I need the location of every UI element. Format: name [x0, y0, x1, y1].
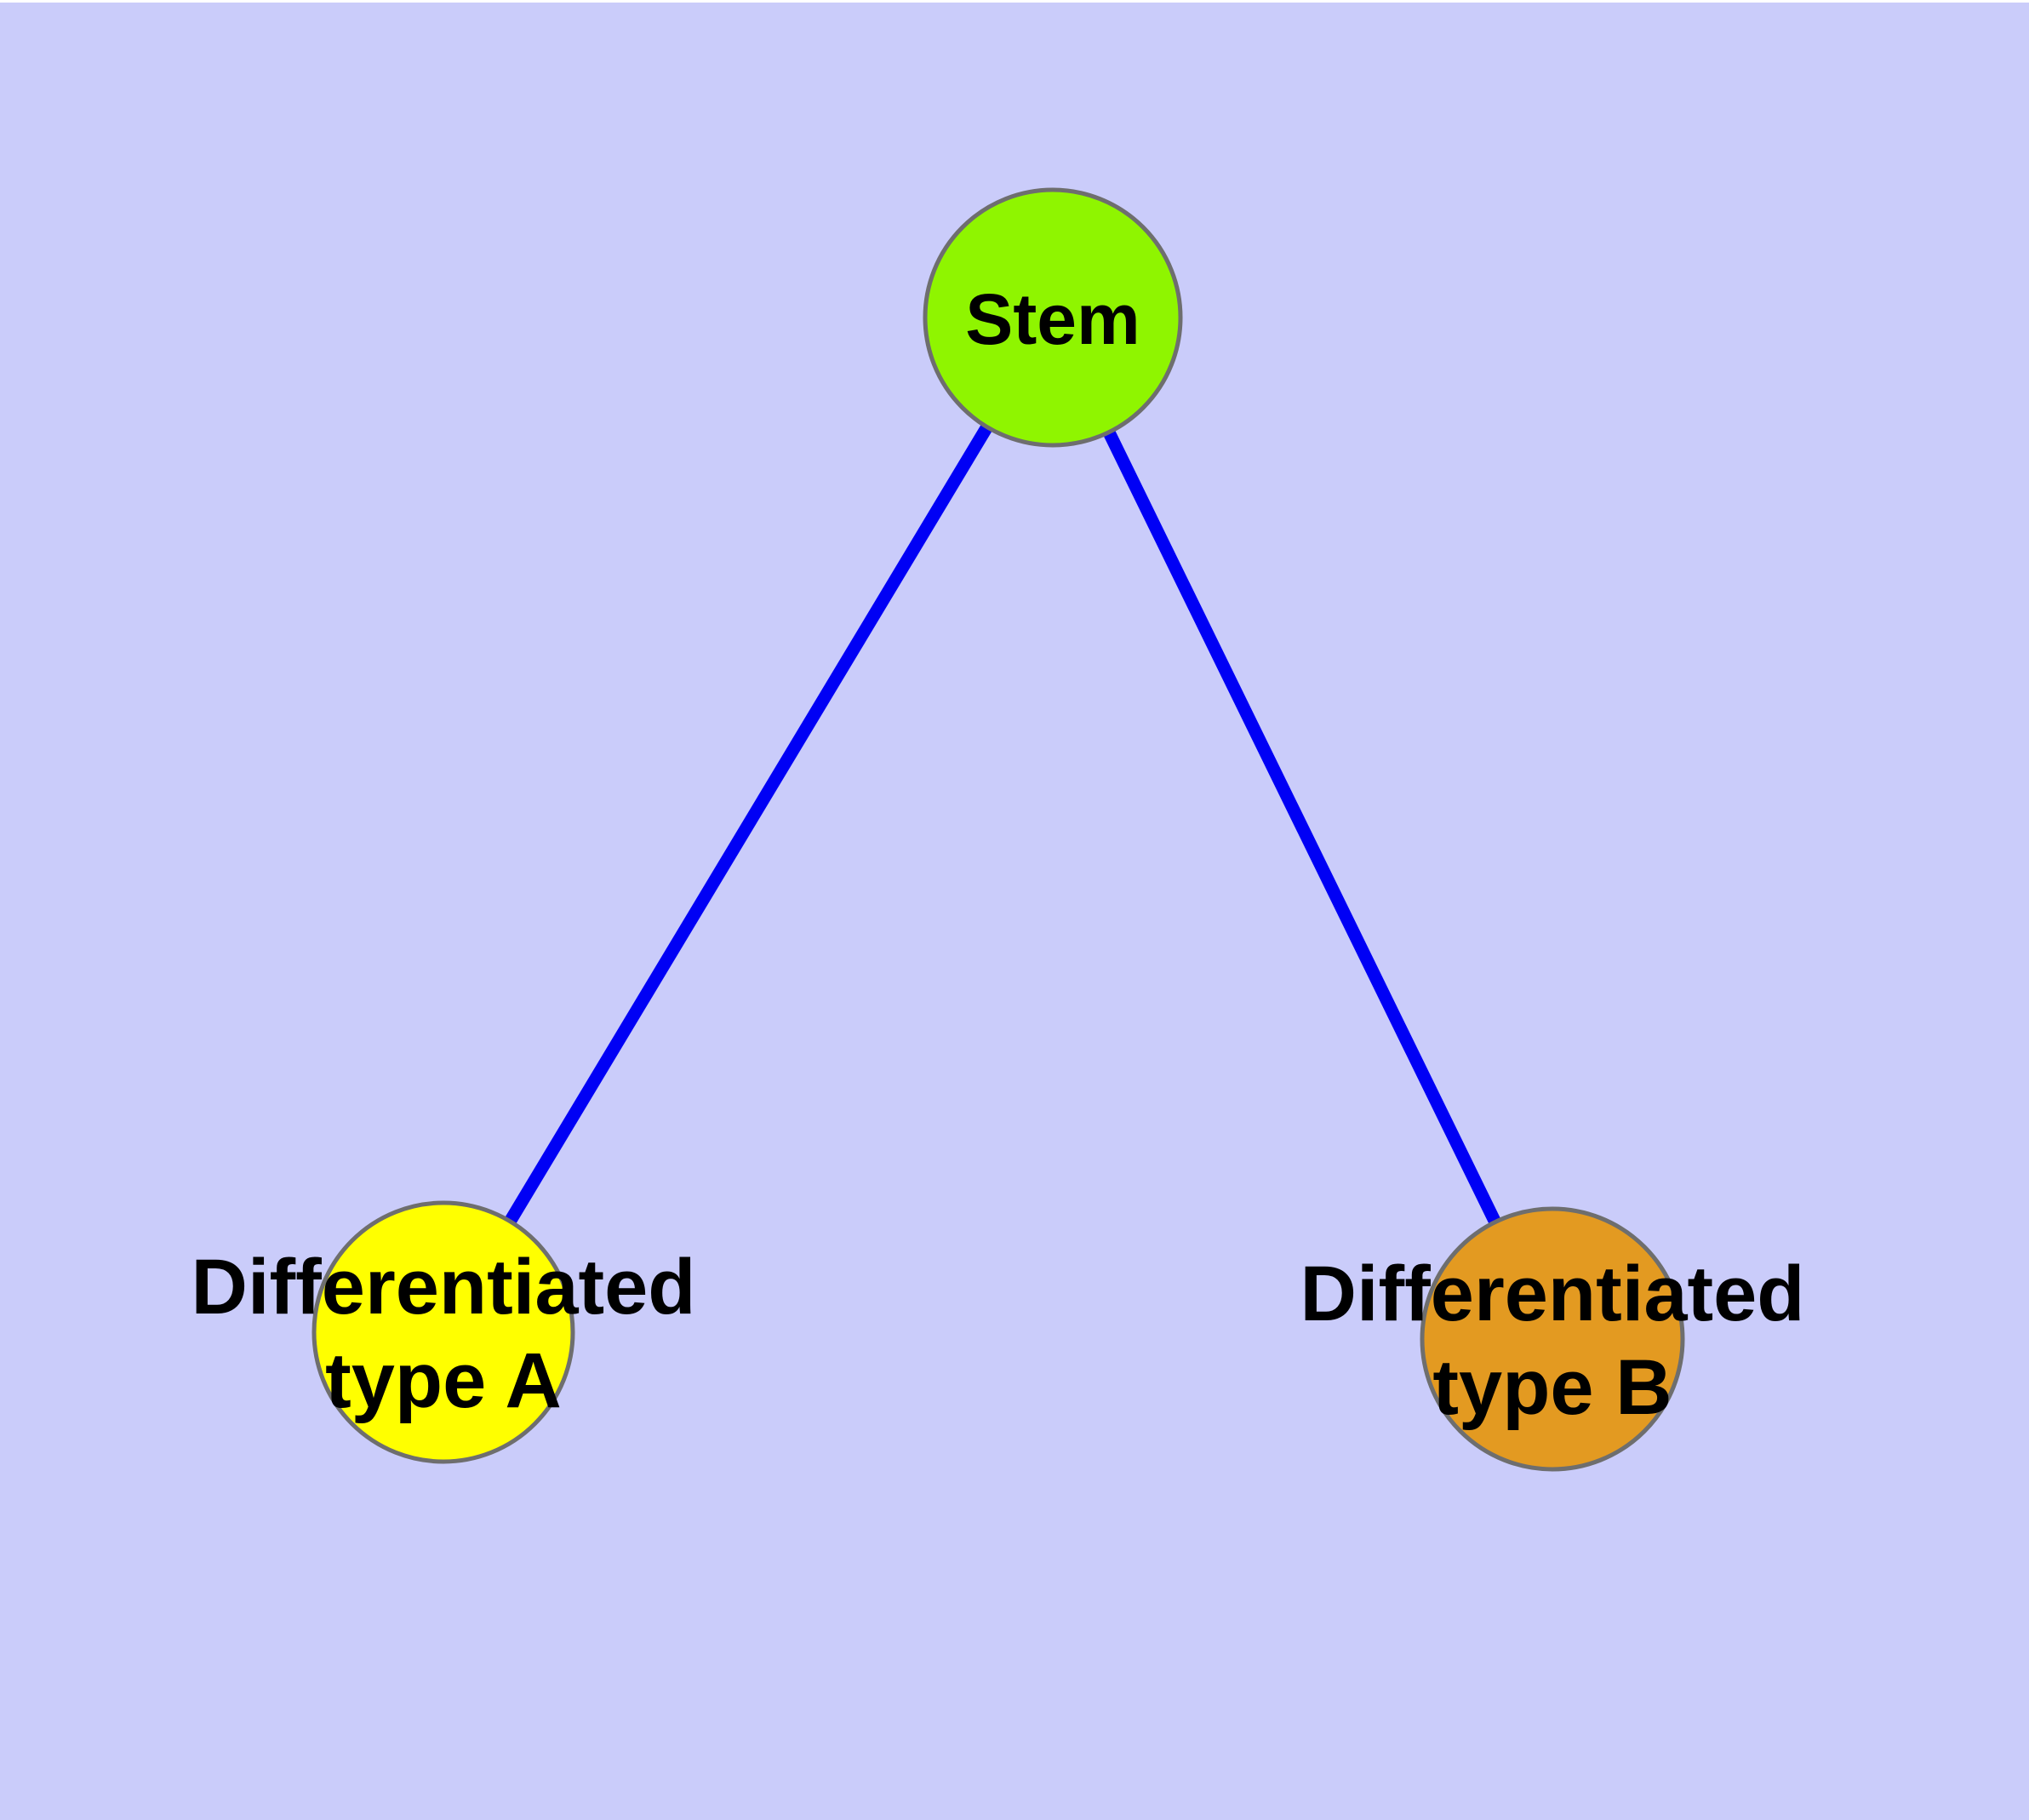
- node-differentiated-type-b: [1420, 1206, 1685, 1472]
- node-differentiated-type-a: [311, 1200, 575, 1464]
- node-stem: [923, 187, 1183, 448]
- nodes: [311, 187, 1685, 1472]
- edges: [437, 314, 1558, 1342]
- node-type-b-label-line-2: type B: [1432, 1344, 1672, 1431]
- node-labels: Stem Differentiated type A Differentiate…: [191, 279, 1805, 1431]
- node-type-a-label-line-1: Differentiated: [191, 1244, 696, 1331]
- node-type-b-label-line-1: Differentiated: [1300, 1251, 1805, 1337]
- node-stem-label: Stem: [965, 279, 1140, 359]
- edge-stem-to-type-b: [1047, 314, 1558, 1342]
- node-type-a-label-line-2: type A: [325, 1337, 562, 1424]
- edge-stem-to-type-a: [437, 314, 1059, 1336]
